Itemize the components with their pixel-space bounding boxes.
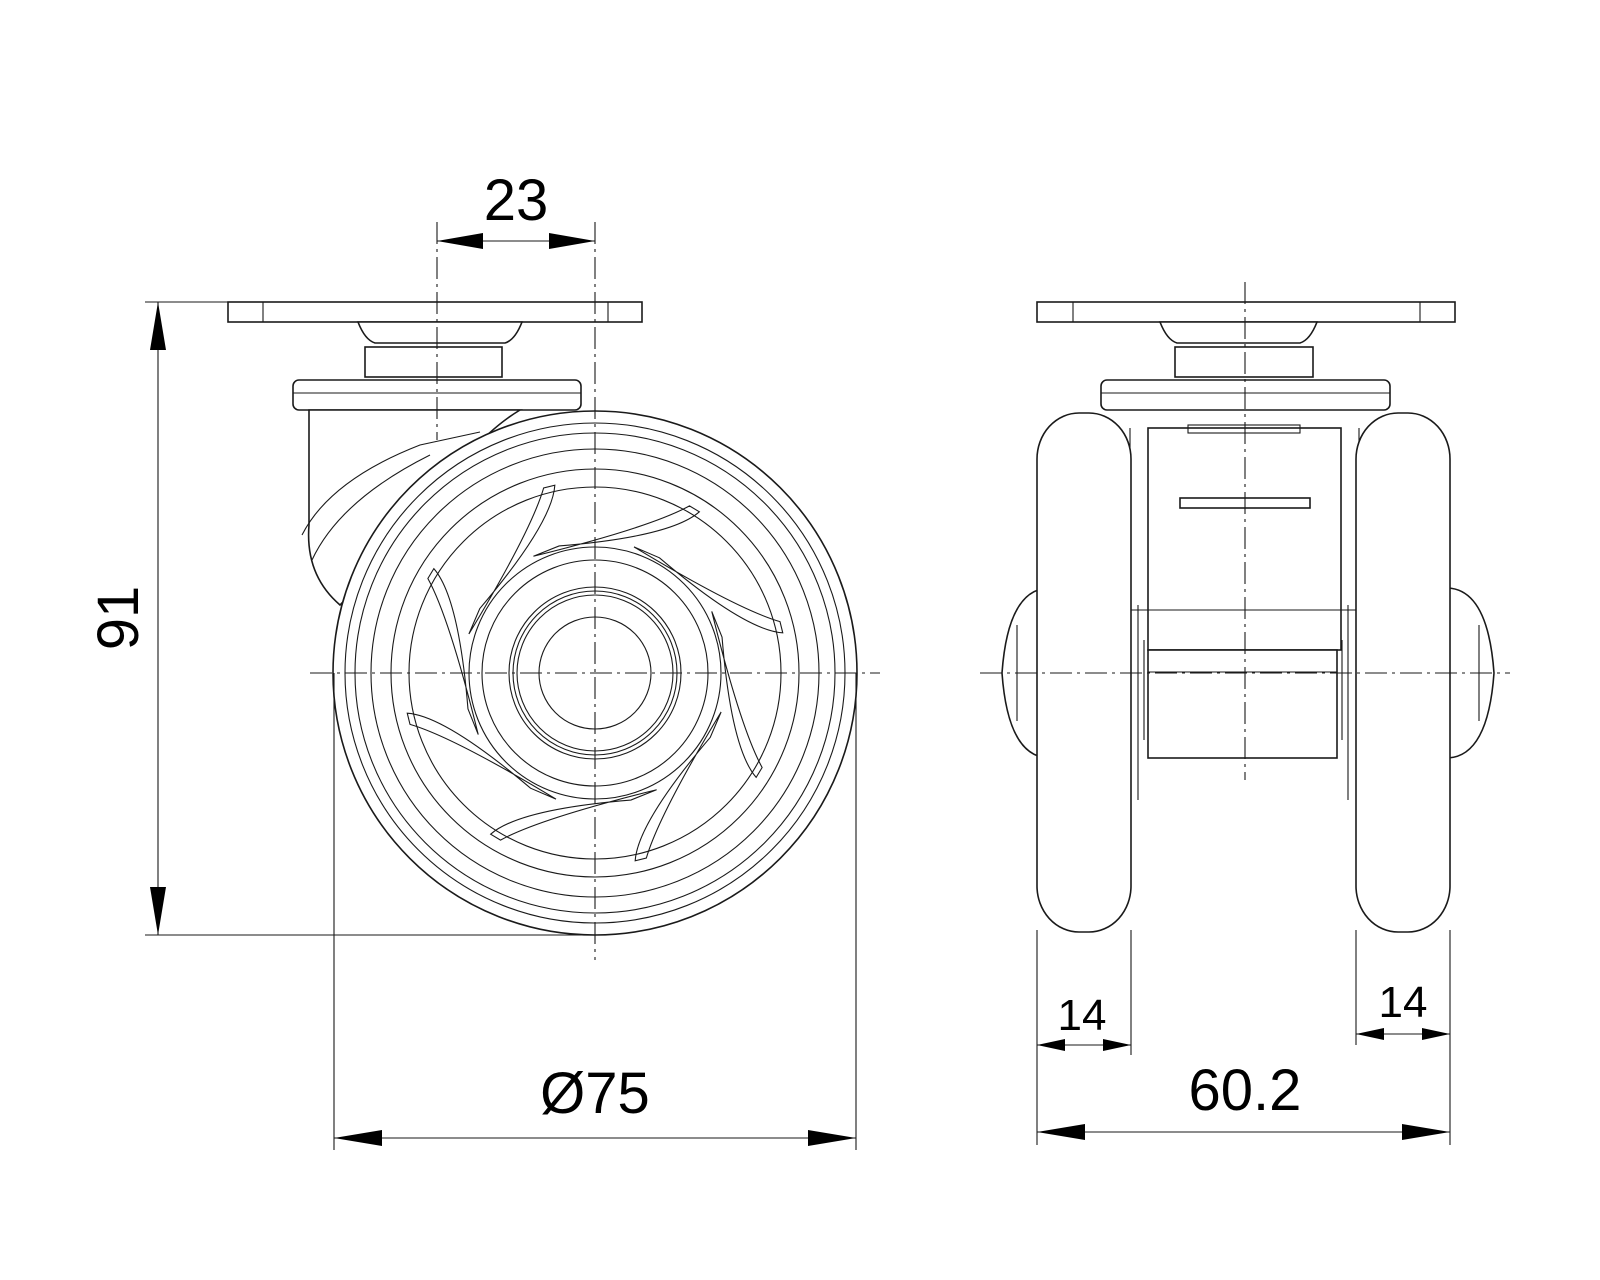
side-bearing-cone [356, 321, 524, 344]
dimension-overall-width: 60.2 [1037, 1058, 1450, 1140]
wheel-spoke [533, 505, 701, 557]
dimension-left-width-label: 14 [1058, 991, 1107, 1040]
wheel-spokes [406, 484, 784, 862]
dimension-height-label: 91 [86, 586, 151, 651]
dimension-offset: 23 [437, 168, 595, 249]
dimension-wheel-width-left: 14 [1036, 930, 1132, 1145]
front-view [980, 282, 1510, 933]
side-bearing-stem [364, 346, 503, 378]
front-bearing-stem [1174, 346, 1314, 378]
wheel-spoke [633, 546, 784, 634]
dimension-offset-label: 23 [484, 168, 549, 233]
wheel-spoke [406, 712, 557, 800]
wheel-spoke [634, 711, 722, 862]
wheel-spoke [427, 567, 479, 735]
dimension-overall-width-label: 60.2 [1189, 1058, 1302, 1123]
front-bearing-cone [1158, 321, 1319, 344]
wheel-spoke [468, 484, 556, 635]
front-axle-bushing [1147, 649, 1338, 759]
dimension-wheel-diameter: Ø75 [333, 673, 857, 1150]
dimension-right-width-label: 14 [1379, 978, 1428, 1027]
side-view [227, 222, 880, 960]
front-top-plate [1036, 301, 1456, 323]
dimension-diameter-label: Ø75 [540, 1061, 650, 1126]
side-top-plate [227, 301, 643, 323]
dimension-wheel-width-right: 14 [1355, 930, 1451, 1145]
wheel-spoke [711, 611, 763, 779]
wheel-spoke [489, 789, 657, 841]
dimension-height: 91 [86, 301, 595, 936]
